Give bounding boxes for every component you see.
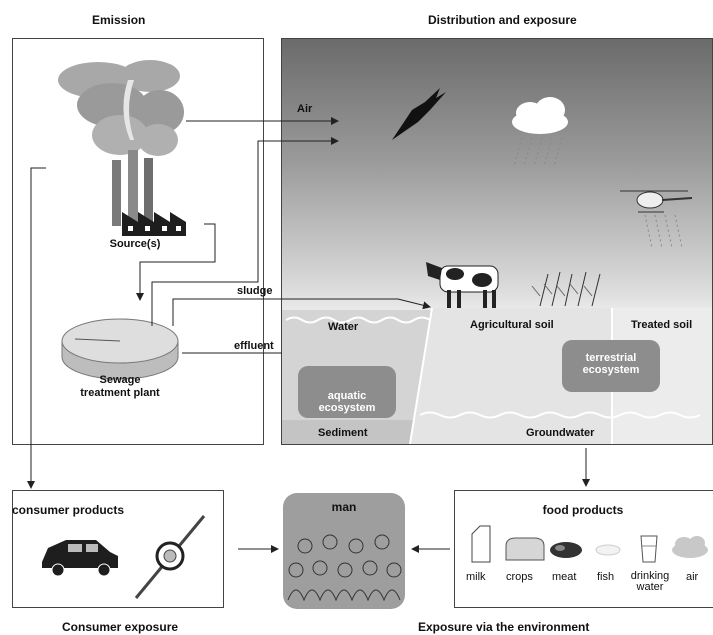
terrestrial-line1: terrestrial [585, 352, 637, 364]
meat-icon [550, 542, 582, 558]
water-label: Water [328, 321, 359, 333]
sludge-label: sludge [237, 285, 273, 297]
groundwater-label: Groundwater [526, 427, 595, 439]
eagle-icon [392, 88, 446, 140]
emission-header: Emission [92, 13, 146, 27]
food-item-meat: meat [552, 571, 577, 583]
sediment-label: Sediment [318, 427, 368, 439]
agricultural-soil-label: Agricultural soil [470, 319, 554, 331]
food-item-fish: fish [597, 571, 615, 583]
treated-soil-label: Treated soil [631, 319, 693, 331]
food-products-title: food products [542, 503, 624, 517]
sewage-plant-label-line2: treatment plant [80, 387, 160, 399]
milk-icon [471, 525, 491, 563]
sewage-plant-icon [61, 318, 179, 380]
sewage-plant-label-line1: Sewage [99, 374, 141, 386]
smoke-plume [58, 60, 184, 156]
aquatic-line1: aquatic [327, 390, 367, 402]
terrestrial-ecosystem-box: terrestrial ecosystem [562, 340, 660, 392]
flow-arrows [27, 117, 590, 553]
air-label: Air [297, 103, 313, 115]
distribution-header: Distribution and exposure [428, 13, 577, 27]
aquatic-ecosystem-box: aquatic ecosystem [298, 366, 396, 418]
food-products-panel [454, 490, 713, 608]
cloud-icon [512, 97, 568, 167]
cable-product-icon [134, 515, 206, 599]
chimneys [112, 150, 153, 226]
air-cloud-icon [672, 536, 708, 558]
effluent-label: effluent [234, 340, 274, 352]
crops-plants-icon [531, 271, 601, 307]
helicopter-icon [620, 190, 693, 249]
water-glass-icon [640, 535, 658, 563]
consumer-exposure-header: Consumer exposure [62, 620, 179, 634]
factory-icon [122, 212, 186, 236]
food-item-crops: crops [506, 571, 533, 583]
car-icon [42, 540, 118, 577]
sewage-plant-label: Sewage treatment plant [60, 374, 180, 400]
sources-label: Source(s) [109, 238, 161, 250]
fish-food-icon [595, 544, 621, 556]
terrestrial-line2: ecosystem [582, 364, 640, 376]
consumer-products-title: consumer products [12, 503, 125, 517]
people-icon [287, 534, 402, 602]
food-item-drinking-line2: water [636, 581, 664, 593]
food-item-drinking-water: drinking water [625, 571, 675, 593]
cow-icon [426, 262, 499, 308]
food-item-air: air [686, 571, 699, 583]
consumer-products-panel [12, 490, 224, 608]
food-item-milk: milk [466, 571, 486, 583]
environment-exposure-header: Exposure via the environment [418, 620, 590, 634]
aquatic-line2: ecosystem [318, 402, 376, 414]
bread-icon [505, 537, 545, 561]
food-item-drinking-line1: drinking [630, 570, 670, 582]
man-title: man [331, 500, 357, 514]
